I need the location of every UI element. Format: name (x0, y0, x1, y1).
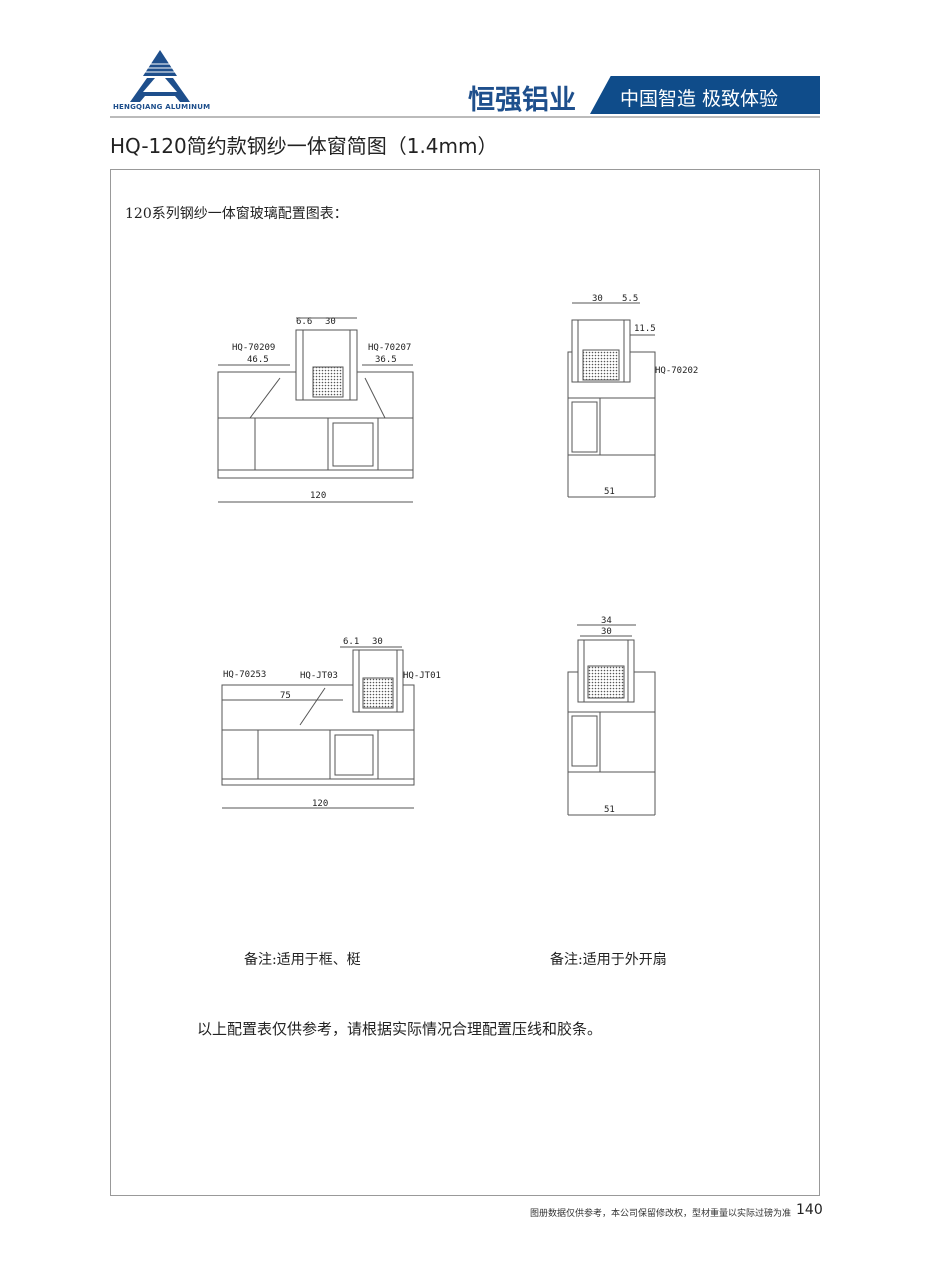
dim-label: 120 (312, 799, 328, 809)
part-code: HQ-70209 (232, 343, 275, 353)
dim-label: 51 (604, 487, 615, 497)
part-code: HQ-JT03 (300, 671, 338, 681)
dim-label: 30 (372, 637, 383, 647)
remark: 以上配置表仅供参考，请根据实际情况合理配置压线和胶条。 (197, 1020, 603, 1038)
dim-label: 5.5 (622, 294, 638, 304)
section-subtitle: 120系列钢纱一体窗玻璃配置图表： (125, 206, 348, 222)
drawing-frame-glazing-bead (221, 646, 415, 809)
dim-label: 51 (604, 805, 615, 815)
dim-label: 34 (601, 616, 612, 626)
note-left: 备注:适用于框、梃 (244, 952, 361, 968)
dim-label: 6.6 (296, 317, 312, 327)
dim-label: 30 (601, 627, 612, 637)
note-right: 备注:适用于外开扇 (550, 952, 667, 968)
page-title: HQ-120简约款钢纱一体窗简图（1.4mm） (110, 134, 498, 158)
company-logo (130, 50, 190, 102)
brand-name: 恒强铝业 (468, 85, 576, 116)
drawing-sash-top (567, 302, 656, 498)
logo-text: HENGQIANG ALUMINUM (113, 103, 211, 111)
dim-label: 30 (325, 317, 336, 327)
dim-label: 75 (280, 691, 291, 701)
drawing-sash-outward (567, 624, 656, 816)
dim-label: 6.1 (343, 637, 359, 647)
drawing-frame-mullion (217, 317, 414, 503)
slogan: 中国智造 极致体验 (620, 88, 779, 110)
part-code: HQ-70202 (655, 366, 698, 376)
dim-label: 36.5 (375, 355, 397, 365)
dim-label: 30 (592, 294, 603, 304)
content-frame (110, 169, 820, 1196)
dim-label: 11.5 (634, 324, 656, 334)
part-code: HQ-70207 (368, 343, 411, 353)
footer-disclaimer: 图册数据仅供参考，本公司保留修改权，型材重量以实际过磅为准 (530, 1209, 792, 1219)
part-code: HQ-70253 (223, 670, 266, 680)
dim-label: 46.5 (247, 355, 269, 365)
header-divider (110, 116, 820, 118)
slogan-banner (590, 76, 820, 114)
part-code: HQ-JT01 (403, 671, 441, 681)
dim-label: 120 (310, 491, 326, 501)
page-number: 140 (796, 1202, 823, 1218)
